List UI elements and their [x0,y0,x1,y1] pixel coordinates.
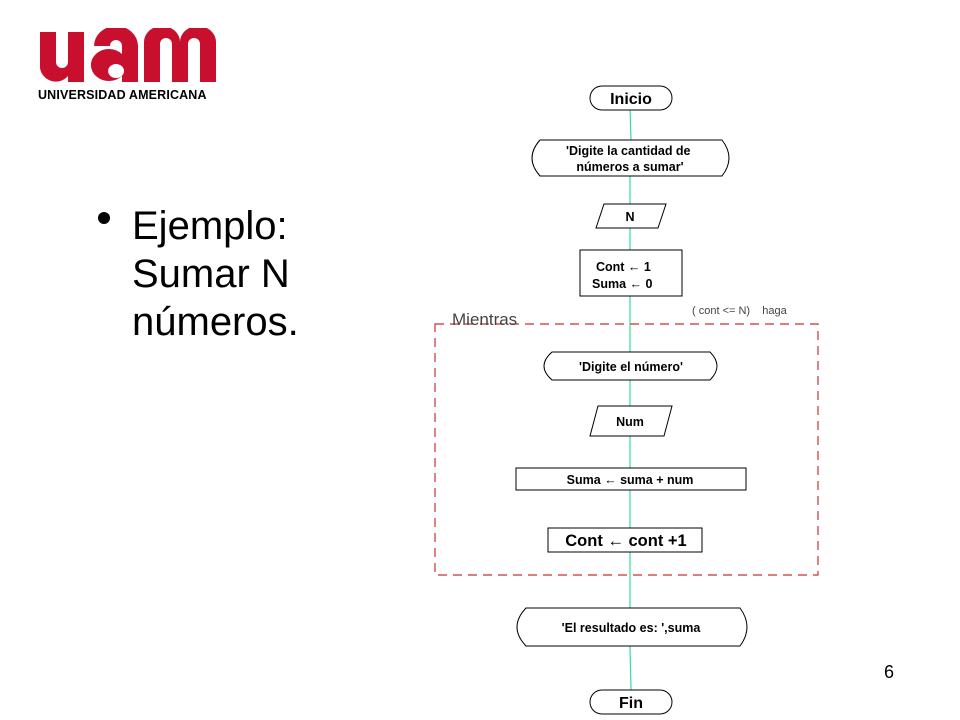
page-number: 6 [884,662,895,682]
accumulate-text: Suma ← suma + num [567,473,694,487]
bullet-ejemplo: Ejemplo: Sumar N números. [132,204,299,344]
university-logo: UNIVERSIDAD AMERICANA [38,28,220,106]
uam-logo-icon [40,28,216,82]
prompt-number-display [543,351,718,381]
prompt-count-display [531,139,730,177]
connector-start-prompt [629,107,632,141]
start-terminator [589,85,673,111]
flow-connectors [629,107,632,691]
start-label: Inicio [610,91,652,108]
read-num-text: Num [616,415,644,429]
prompt-count-line1: 'Digite la cantidad de [566,144,691,158]
accumulate-process [515,467,747,491]
loop-box [434,323,819,576]
increment-text: Cont ← cont +1 [565,532,686,550]
read-n-text: N [625,210,634,224]
connector-result-end [629,645,632,691]
read-num-input [589,405,673,437]
logo-subtitle: UNIVERSIDAD AMERICANA [38,88,207,102]
read-n-input [595,203,667,229]
prompt-count-text: 'Digite la cantidad de números a sumar' [566,144,694,174]
init-cont-text: Cont ← 1 [596,260,651,274]
prompt-number-text: 'Digite el número' [579,360,683,374]
prompt-count-line2: números a sumar' [576,160,683,174]
bullet-dot-icon [98,212,110,224]
loop-label: Mientras [452,310,517,329]
result-text: 'El resultado es: ',suma [562,621,702,635]
end-label: Fin [619,695,643,712]
init-process [579,249,683,297]
end-terminator [589,689,673,715]
init-suma-text: Suma ← 0 [592,277,652,291]
loop-condition: ( cont <= N) haga [692,305,788,317]
increment-process [547,527,703,553]
result-display [516,607,748,647]
